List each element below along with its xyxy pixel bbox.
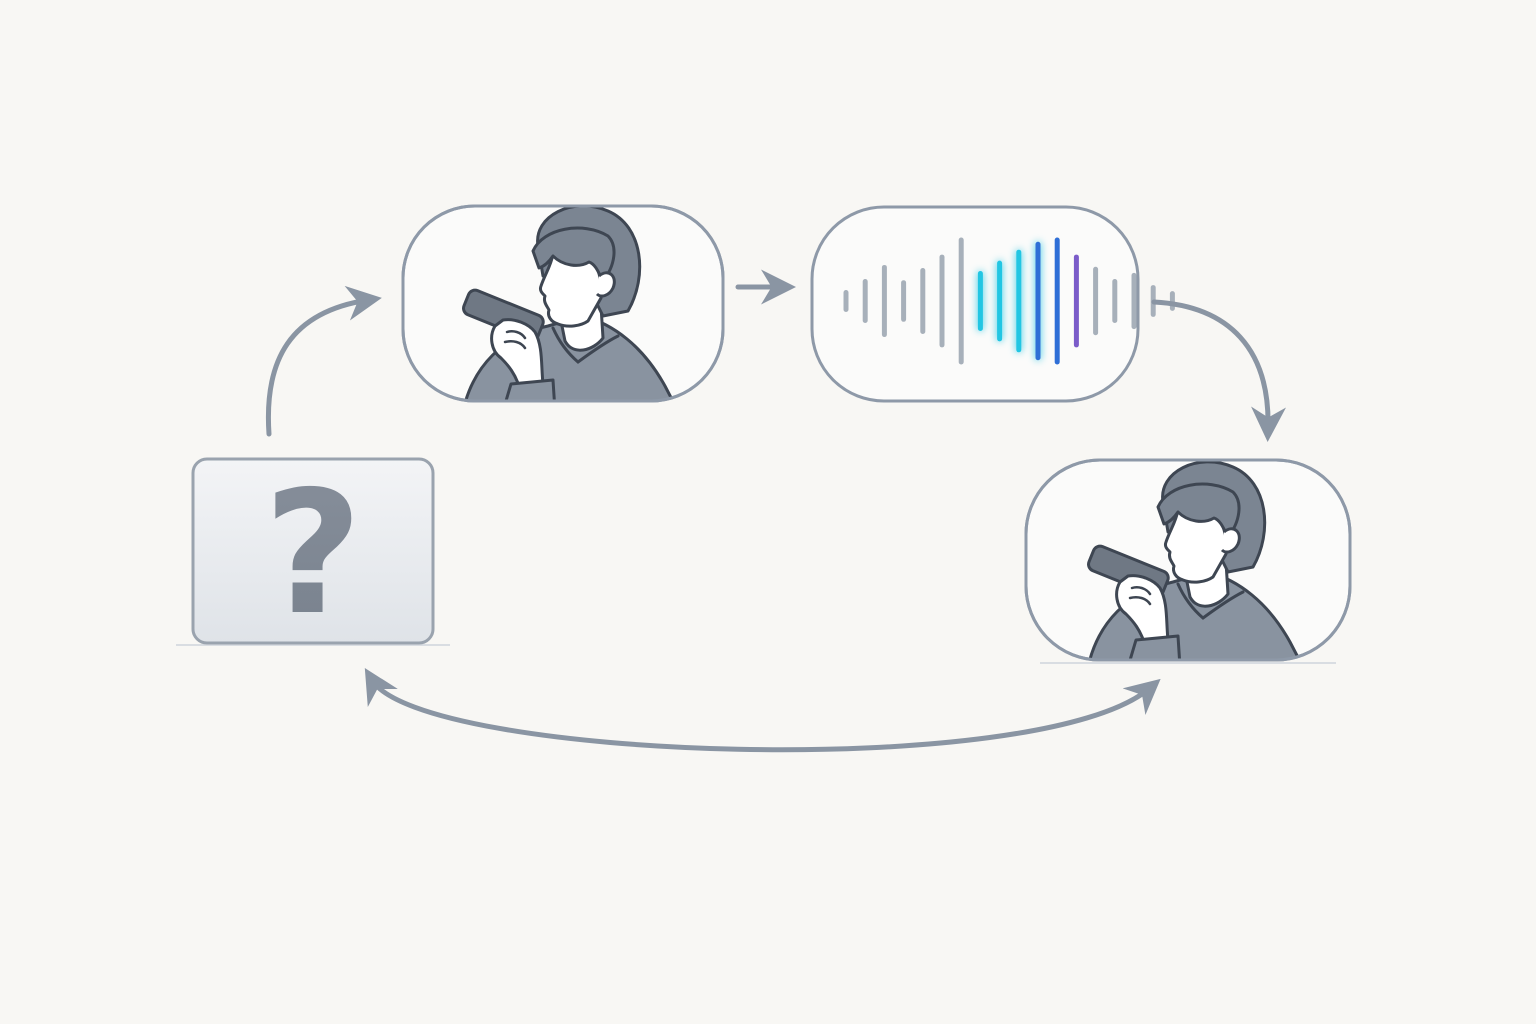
waveform-frame	[810, 205, 1140, 403]
arrow-speaker2-unknown-bidirectional	[364, 668, 1161, 753]
question-mark-icon: ?	[264, 455, 363, 653]
arrow-waveform-to-speaker2	[1151, 299, 1287, 442]
audio-waveform-icon	[843, 237, 1175, 365]
waveform-node	[810, 205, 1175, 403]
speaker-node-2	[1024, 458, 1352, 664]
arrow-unknown-to-speaker1	[265, 285, 382, 437]
speaker-node-1	[401, 204, 725, 403]
unknown-box	[191, 457, 435, 645]
unknown-node: ?	[176, 455, 450, 653]
